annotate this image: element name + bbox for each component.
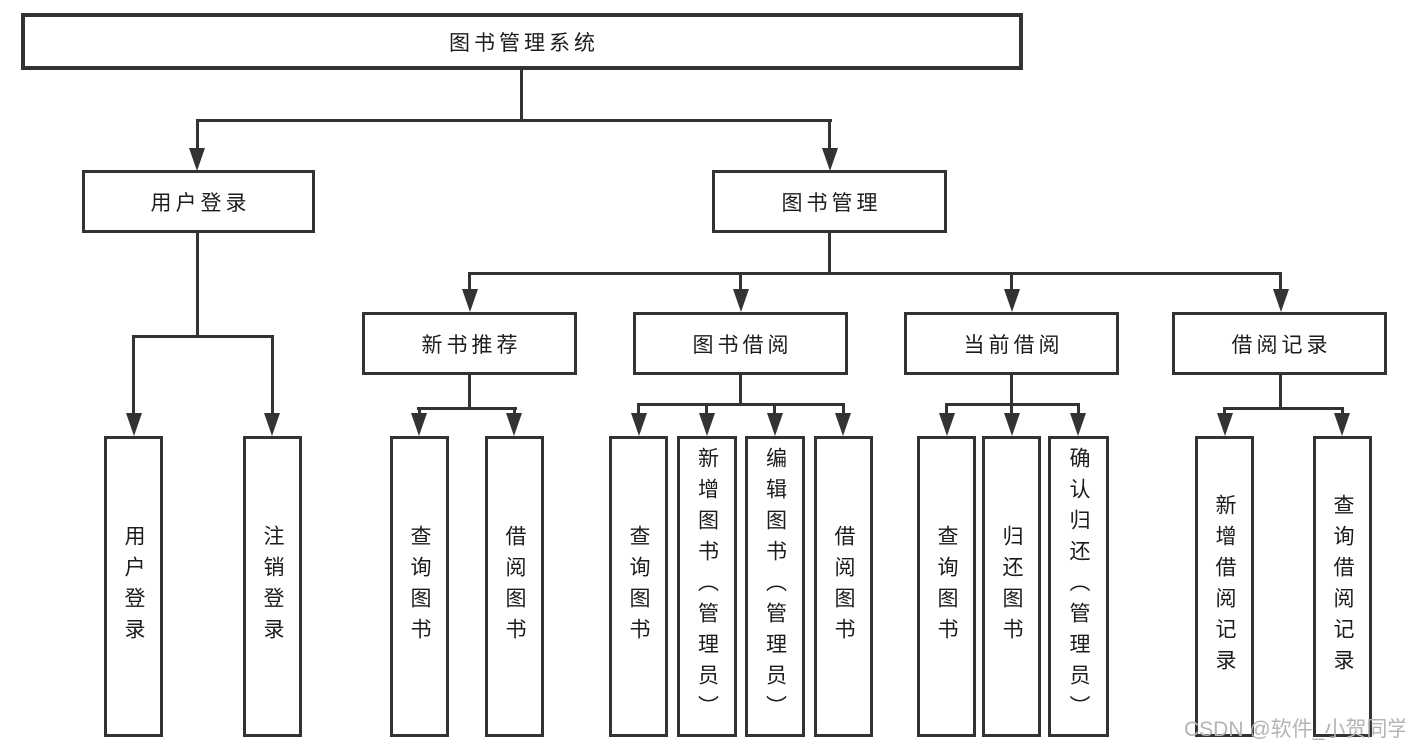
leaf-label: 确认归还（管理员） <box>1067 447 1090 726</box>
connector-line <box>468 375 471 410</box>
arrowhead-down-icon <box>1273 289 1289 312</box>
connector-line <box>828 232 831 275</box>
arrowhead-down-icon <box>699 413 715 436</box>
node-current-borrow: 当前借阅 <box>904 312 1119 375</box>
arrowhead-down-icon <box>1334 413 1350 436</box>
arrowhead-down-icon <box>506 413 522 436</box>
node-borrow-records-label: 借阅记录 <box>1231 333 1332 357</box>
connector-line <box>520 69 523 122</box>
connector-line <box>1223 407 1226 416</box>
connector-line <box>946 403 1080 406</box>
leaf-query-borrow-record: 查询借阅记录 <box>1313 436 1372 737</box>
leaf-borrow-books-recommend: 借阅图书 <box>485 436 544 737</box>
connector-line <box>828 119 831 152</box>
leaf-add-books-admin: 新增图书（管理员） <box>677 436 737 737</box>
connector-line <box>637 403 640 416</box>
connector-line <box>196 119 832 122</box>
leaf-label: 借阅图书 <box>503 524 526 649</box>
leaf-user-login: 用户登录 <box>104 436 163 737</box>
arrowhead-down-icon <box>1217 413 1233 436</box>
leaf-logout: 注销登录 <box>243 436 302 737</box>
arrowhead-down-icon <box>835 413 851 436</box>
node-new-book-recommend-label: 新书推荐 <box>421 333 522 357</box>
leaf-query-books-borrow: 查询图书 <box>609 436 668 737</box>
leaf-label: 新增借阅记录 <box>1213 493 1236 680</box>
leaf-label: 注销登录 <box>261 524 284 649</box>
connector-line <box>1279 272 1282 293</box>
node-current-borrow-label: 当前借阅 <box>963 333 1064 357</box>
leaf-query-books-recommend: 查询图书 <box>390 436 449 737</box>
connector-line <box>418 407 421 416</box>
node-root-label: 图书管理系统 <box>449 31 599 55</box>
connector-line <box>1010 272 1013 293</box>
arrowhead-down-icon <box>1070 413 1086 436</box>
connector-line <box>945 403 948 416</box>
connector-line <box>132 335 274 338</box>
connector-line <box>468 272 1282 275</box>
leaf-label: 查询图书 <box>627 524 650 649</box>
node-root: 图书管理系统 <box>21 13 1023 70</box>
connector-line <box>417 407 517 410</box>
connector-line <box>773 403 776 416</box>
leaf-borrow-books: 借阅图书 <box>814 436 873 737</box>
connector-line <box>739 272 742 293</box>
connector-line <box>513 407 516 416</box>
arrowhead-down-icon <box>733 289 749 312</box>
arrowhead-down-icon <box>189 148 205 171</box>
leaf-label: 借阅图书 <box>832 524 855 649</box>
leaf-edit-books-admin: 编辑图书（管理员） <box>745 436 805 737</box>
node-book-management: 图书管理 <box>712 170 947 233</box>
arrowhead-down-icon <box>264 413 280 436</box>
arrowhead-down-icon <box>411 413 427 436</box>
leaf-label: 归还图书 <box>1000 524 1023 649</box>
arrowhead-down-icon <box>631 413 647 436</box>
connector-line <box>1279 375 1282 410</box>
leaf-label: 新增图书（管理员） <box>695 447 719 726</box>
node-book-borrow-label: 图书借阅 <box>692 333 793 357</box>
leaf-confirm-return-admin: 确认归还（管理员） <box>1048 436 1109 737</box>
connector-line <box>132 335 135 417</box>
connector-line <box>705 403 708 416</box>
connector-line <box>196 119 199 152</box>
arrowhead-down-icon <box>767 413 783 436</box>
connector-line <box>739 375 742 406</box>
leaf-label: 查询借阅记录 <box>1331 493 1354 680</box>
connector-line <box>1077 403 1080 416</box>
arrowhead-down-icon <box>462 289 478 312</box>
connector-line <box>1010 375 1013 406</box>
node-borrow-records: 借阅记录 <box>1172 312 1387 375</box>
leaf-label: 查询图书 <box>935 524 958 649</box>
node-user-login: 用户登录 <box>82 170 315 233</box>
node-book-borrow: 图书借阅 <box>633 312 848 375</box>
connector-line <box>271 335 274 417</box>
leaf-return-books: 归还图书 <box>982 436 1041 737</box>
arrowhead-down-icon <box>939 413 955 436</box>
leaf-label: 用户登录 <box>122 524 145 649</box>
connector-line <box>468 272 471 293</box>
connector-line <box>1010 403 1013 416</box>
csdn-watermark: CSDN @软件_小贺同学 <box>1184 718 1405 741</box>
connector-line <box>1341 407 1344 416</box>
arrowhead-down-icon <box>126 413 142 436</box>
arrowhead-down-icon <box>1004 289 1020 312</box>
node-book-management-label: 图书管理 <box>781 191 882 215</box>
leaf-label: 查询图书 <box>408 524 431 649</box>
connector-line <box>1224 407 1343 410</box>
connector-line <box>637 403 845 406</box>
node-new-book-recommend: 新书推荐 <box>362 312 577 375</box>
arrowhead-down-icon <box>822 148 838 171</box>
leaf-label: 编辑图书（管理员） <box>763 447 787 726</box>
leaf-add-borrow-record: 新增借阅记录 <box>1195 436 1254 737</box>
arrowhead-down-icon <box>1004 413 1020 436</box>
node-user-login-label: 用户登录 <box>150 191 251 215</box>
leaf-query-books-current: 查询图书 <box>917 436 976 737</box>
connector-line <box>196 233 199 338</box>
connector-line <box>842 403 845 416</box>
